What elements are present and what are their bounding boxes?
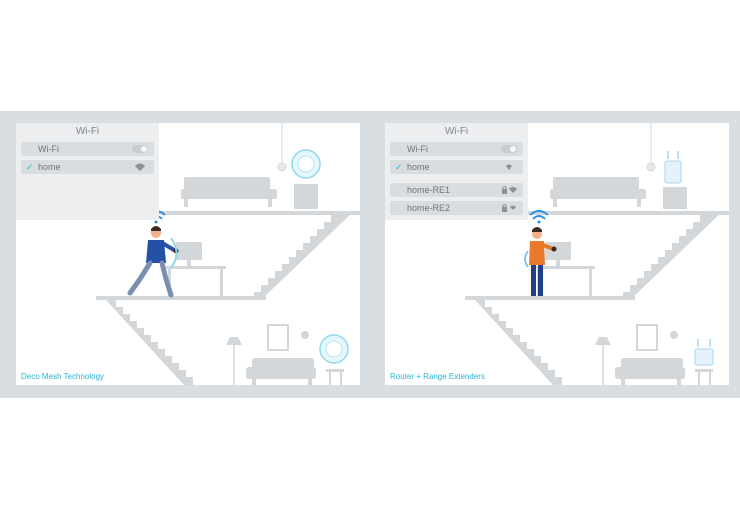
desk [166, 266, 226, 269]
panel-router-extenders: Wi-Fi Wi-Fi ✓ home home-RE1 home-RE2 [385, 123, 729, 385]
lock-wifi-icon [502, 204, 516, 212]
wifi-strength-icon [135, 163, 145, 171]
lock-wifi-icon [502, 186, 517, 194]
wifi-toggle-switch[interactable] [132, 145, 148, 153]
wall-picture [267, 324, 289, 351]
nightstand [294, 184, 318, 209]
network-name: home [407, 162, 430, 172]
wifi-panel-title: Wi-Fi [75, 126, 100, 137]
upper-floor [16, 211, 360, 215]
checkmark-icon: ✓ [26, 162, 34, 172]
router-lower [694, 339, 714, 366]
panel-deco-mesh: Wi-Fi Wi-Fi ✓ home Deco Mesh Technology [16, 123, 360, 385]
person-standing [529, 227, 557, 296]
wifi-signal-icon [529, 210, 549, 224]
network-row-extender-1[interactable]: home-RE1 [390, 183, 523, 197]
lower-staircase [106, 300, 193, 385]
wifi-toggle-switch[interactable] [501, 145, 517, 153]
wifi-settings-panel: Wi-Fi Wi-Fi ✓ home [16, 123, 159, 220]
house-scene [16, 123, 360, 385]
caption-deco-mesh: Deco Mesh Technology [21, 372, 105, 381]
wifi-toggle-row[interactable]: Wi-Fi [21, 142, 154, 156]
upper-staircase [254, 211, 354, 300]
deco-unit-lower [319, 334, 349, 364]
wifi-panel-title: Wi-Fi [444, 126, 469, 137]
wifi-toggle-label: Wi-Fi [38, 144, 59, 154]
bed-headboard [184, 177, 270, 190]
wifi-toggle-label: Wi-Fi [407, 144, 428, 154]
wifi-settings-panel: Wi-Fi Wi-Fi ✓ home home-RE1 home-RE2 [385, 123, 528, 220]
network-name: home [38, 162, 61, 172]
person-walking [127, 226, 179, 298]
range-extender-upper [664, 151, 682, 184]
network-row-home[interactable]: ✓ home [21, 160, 154, 174]
caption-router-extenders: Router + Range Extenders [390, 372, 485, 381]
deco-unit-upper [291, 149, 321, 179]
network-name: home-RE1 [407, 185, 451, 195]
wifi-strength-icon [506, 164, 512, 170]
network-row-home[interactable]: ✓ home [390, 160, 523, 174]
house-scene [385, 123, 729, 385]
checkmark-icon: ✓ [395, 162, 403, 172]
network-name: home-RE2 [407, 203, 451, 213]
network-row-extender-2[interactable]: home-RE2 [390, 201, 523, 215]
wifi-toggle-row[interactable]: Wi-Fi [390, 142, 523, 156]
middle-floor [96, 296, 266, 300]
monitor [176, 242, 202, 260]
